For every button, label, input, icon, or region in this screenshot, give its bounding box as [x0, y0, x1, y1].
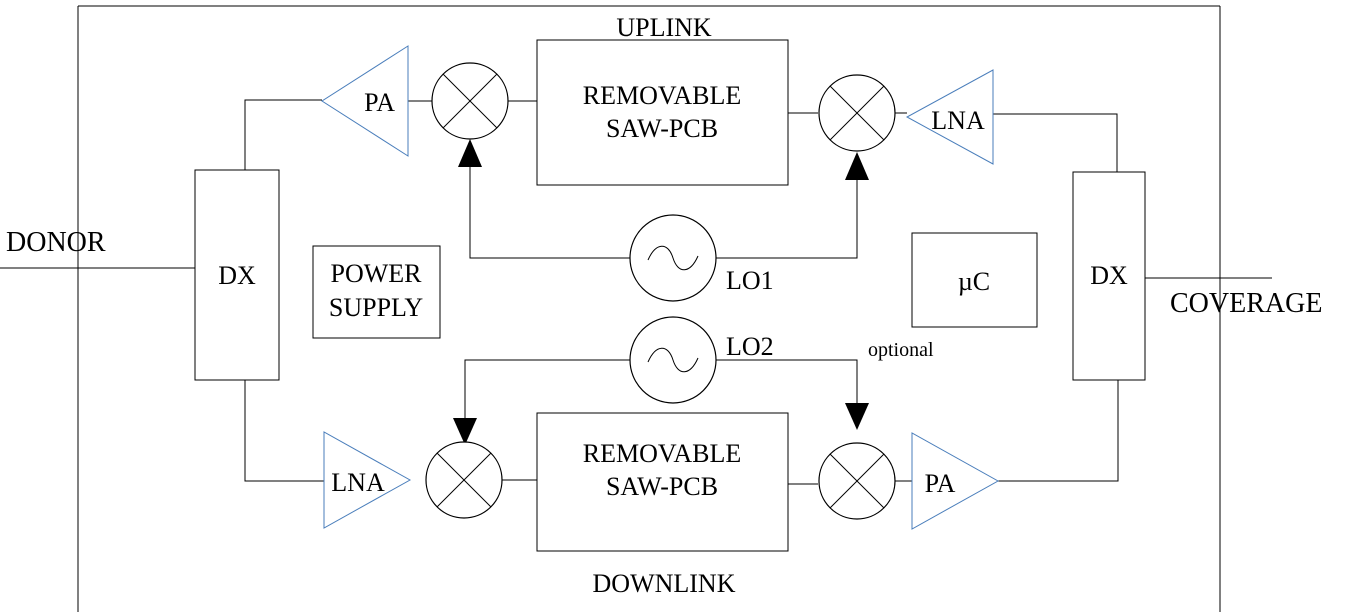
microcontroller-block: µC optional [868, 232, 1038, 361]
downlink-saw-label-line1: REMOVABLE [583, 439, 741, 468]
downlink-mixer-right [818, 442, 896, 520]
power-supply-label-line1: POWER [331, 259, 423, 288]
downlink-power-amplifier: PA [911, 432, 1000, 530]
lo1-arrowhead-right [845, 152, 869, 180]
lo2-arrowhead-left [453, 418, 477, 445]
uplink-saw-pcb: REMOVABLE SAW-PCB [536, 39, 789, 186]
uplink-saw-label-line1: REMOVABLE [583, 81, 741, 110]
power-supply-label-line2: SUPPLY [329, 293, 423, 322]
downlink-lna-label: LNA [331, 468, 385, 497]
power-supply-block: POWER SUPPLY [312, 245, 441, 339]
downlink-low-noise-amplifier: LNA [323, 431, 412, 529]
downlink-pa-label: PA [925, 469, 956, 498]
uplink-title: UPLINK [616, 13, 712, 42]
lo2-label: LO2 [726, 332, 774, 361]
uplink-saw-label-line2: SAW-PCB [606, 114, 718, 143]
lo2-arrowhead-right [845, 403, 869, 430]
duplexer-left: DX [194, 169, 280, 381]
microcontroller-label: µC [958, 267, 990, 296]
enclosure [77, 5, 1221, 612]
uplink-mixer-left [431, 62, 509, 140]
lo1-label: LO1 [726, 266, 774, 295]
optional-label: optional [868, 339, 934, 361]
uplink-pa-label: PA [364, 88, 395, 117]
lo1-arrowhead-left [458, 139, 482, 167]
uplink-power-amplifier: PA [321, 45, 409, 157]
uplink-low-noise-amplifier: LNA [905, 69, 994, 165]
signal-wiring [244, 99, 1119, 485]
local-oscillator-1: LO1 [629, 214, 774, 302]
downlink-title: DOWNLINK [593, 569, 736, 598]
uplink-mixer-right [818, 74, 896, 152]
duplexer-left-label: DX [218, 261, 256, 290]
duplexer-right: DX [1072, 171, 1146, 381]
downlink-saw-label-line2: SAW-PCB [606, 472, 718, 501]
local-oscillator-2: LO2 [629, 316, 774, 404]
donor-label: DONOR [6, 227, 106, 258]
uplink-lna-label: LNA [931, 106, 985, 135]
downlink-saw-pcb: REMOVABLE SAW-PCB [536, 412, 789, 552]
downlink-mixer-left [425, 441, 503, 519]
coverage-label: COVERAGE [1170, 288, 1322, 319]
duplexer-right-label: DX [1090, 261, 1128, 290]
lo-arrowheads [453, 139, 869, 445]
